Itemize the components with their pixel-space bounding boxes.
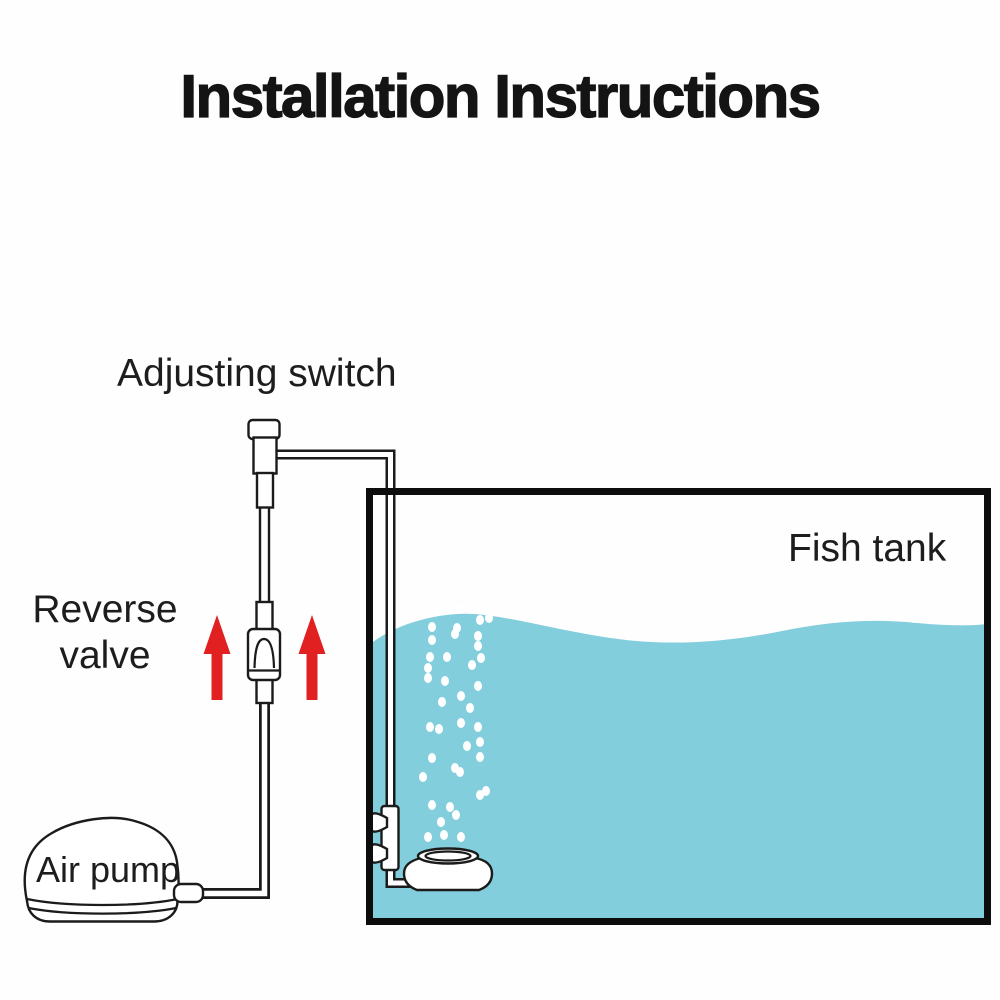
air-pump-label: Air pump: [36, 849, 181, 890]
reverse-valve-assembly: [246, 600, 282, 705]
air-stone: [402, 847, 494, 892]
air-pump-nozzle: [172, 882, 205, 904]
fish-tank-label: Fish tank: [788, 527, 947, 570]
valve-dome: [253, 637, 276, 669]
switch-body-upper: [252, 436, 278, 475]
supply-tube: [276, 449, 413, 888]
reverse-valve-label-line2: valve: [59, 634, 151, 677]
air-pump: [23, 816, 205, 923]
adjusting-switch-label: Adjusting switch: [117, 352, 397, 395]
air-pump-base-seam: [26, 897, 178, 907]
valve-connector-bottom: [255, 677, 274, 705]
switch-body-lower: [255, 471, 275, 509]
flow-arrow-left: [203, 615, 231, 700]
fish-tank-border: [366, 488, 991, 925]
page-title: Installation Instructions: [180, 62, 822, 130]
water: [373, 613, 988, 921]
bubbles: [419, 603, 493, 842]
valve-connector-top: [255, 600, 274, 633]
switch-cap: [247, 418, 281, 441]
switch-stem: [258, 504, 271, 608]
pump-tube: [202, 700, 270, 899]
flow-arrows: [203, 615, 326, 700]
flow-arrow-right: [298, 615, 326, 700]
suction-cup: [370, 812, 389, 833]
reverse-valve-label-line1: Reverse: [32, 588, 178, 631]
valve-body: [246, 627, 282, 682]
reverse-valve-label: Reverse valve: [22, 587, 188, 679]
adjusting-switch-assembly: [247, 418, 281, 608]
air-pump-body: [23, 816, 180, 923]
air-pump-base-seam: [28, 906, 177, 915]
suction-cup: [370, 843, 389, 864]
air-stone-opening: [424, 850, 472, 862]
